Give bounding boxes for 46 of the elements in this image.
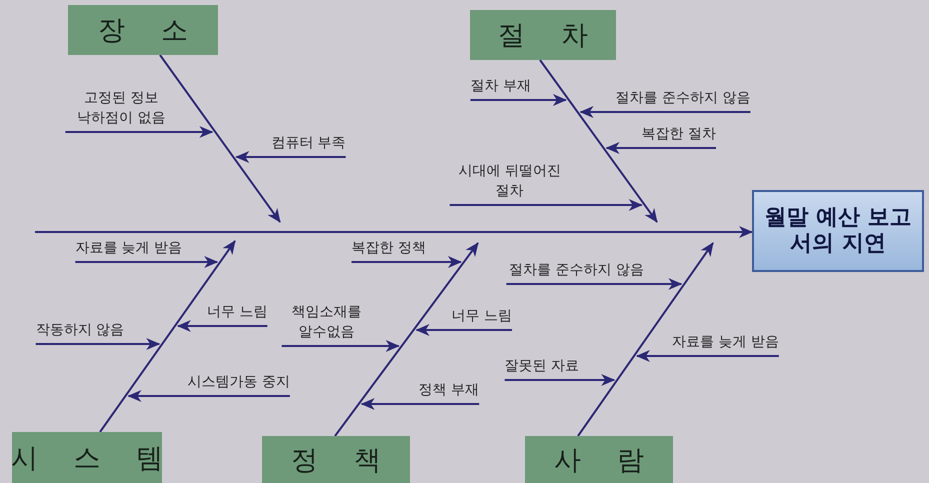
cause-label: 시대에 뒤떨어진 절차 — [450, 161, 570, 205]
category-box: 정 책 — [262, 436, 410, 483]
effect-box: 월말 예산 보고서의 지연 — [752, 190, 924, 272]
cause-arrow — [580, 106, 750, 118]
cause-arrow — [506, 278, 682, 290]
cause-label: 복잡한 정책 — [351, 238, 426, 262]
cause-arrow — [636, 350, 779, 362]
category-box: 시 스 템 — [12, 432, 162, 483]
cause-label: 작동하지 않음 — [36, 320, 124, 344]
cause-arrow — [127, 390, 290, 402]
category-box: 절 차 — [470, 10, 616, 60]
cause-label: 정책 부재 — [418, 380, 480, 404]
category-box: 사 람 — [525, 436, 673, 483]
cause-arrow — [360, 398, 480, 410]
cause-label: 잘못된 자료 — [504, 356, 580, 380]
cause-arrow — [176, 320, 268, 332]
bone-arrow — [334, 242, 479, 437]
category-box: 장 소 — [68, 5, 218, 55]
bone-arrow — [159, 54, 281, 223]
cause-arrow — [65, 126, 214, 138]
cause-label: 책임소재를 알수없음 — [282, 302, 372, 346]
cause-label: 너무 느림 — [206, 302, 268, 326]
cause-arrow — [75, 256, 218, 268]
cause-label: 컴퓨터 부족 — [271, 133, 346, 157]
spine-arrow — [35, 226, 753, 238]
cause-arrow — [282, 340, 400, 352]
cause-arrow — [450, 199, 643, 211]
cause-label: 너무 느림 — [452, 306, 512, 330]
cause-label: 복잡한 절차 — [642, 124, 716, 148]
cause-label: 절차 부재 — [470, 76, 531, 100]
cause-label: 절차를 준수하지 않음 — [506, 260, 646, 284]
cause-arrow — [470, 94, 567, 106]
bone-arrow — [577, 242, 714, 437]
cause-arrow — [416, 324, 512, 336]
cause-arrow — [36, 338, 160, 350]
cause-arrow — [504, 374, 616, 386]
cause-label: 자료를 늦게 받음 — [75, 238, 182, 262]
cause-label: 고정된 정보 낙하점이 없음 — [65, 88, 178, 132]
cause-label: 절차를 준수하지 않음 — [616, 88, 750, 112]
bone-arrow — [539, 59, 658, 223]
cause-arrow — [606, 142, 716, 154]
cause-arrow — [351, 256, 462, 268]
cause-arrow — [235, 151, 346, 163]
bone-arrow — [99, 240, 236, 433]
cause-label: 시스템가동 중지 — [187, 372, 290, 396]
cause-label: 자료를 늦게 받음 — [672, 332, 779, 356]
